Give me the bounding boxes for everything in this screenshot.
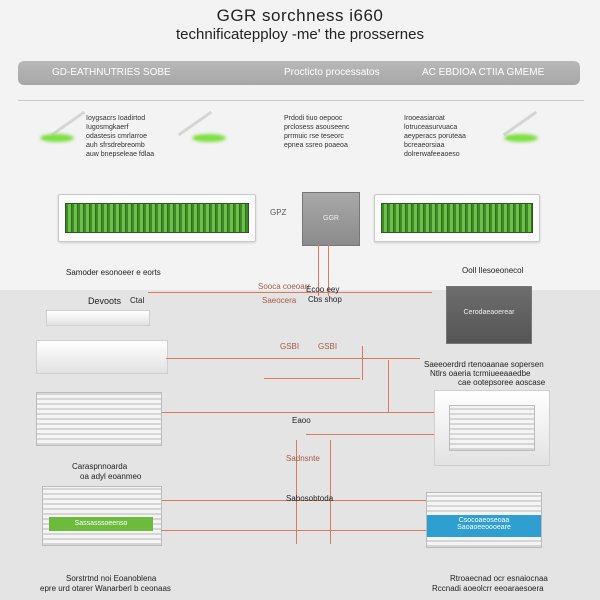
device-grey-box: Cerodaeaoerear [446, 286, 532, 344]
banner-left-label: GD‑EATHNUTRIES SOBE [52, 67, 171, 78]
mid-wire-label-2: GSBI [318, 342, 338, 351]
connection-wire [162, 530, 426, 531]
header-banner: GD‑EATHNUTRIES SOBE Procticto processato… [18, 61, 580, 85]
connection-wire [306, 434, 434, 435]
devices-mid-caption-2: oa adyl eoanmeo [80, 472, 142, 481]
mid-wire-label-1: GSBI [280, 342, 300, 351]
divider-line [18, 100, 584, 101]
blue-status-box: Csocoaeoseoaa Saoaoeeoooeare [427, 515, 541, 537]
right-mid-caption-1: Saeeoerdrd rtenoaanae sopersen [424, 360, 544, 369]
right-mid-caption-2: Ntlrs oaeria tcrmiueeaaedbe [430, 369, 531, 378]
server-rack-left [58, 194, 256, 242]
connection-wire [388, 360, 389, 412]
leaf-icon [192, 134, 226, 142]
center-line-label: Ecoo eey [306, 285, 340, 294]
connection-wire [148, 292, 432, 293]
device-server-unit [36, 340, 168, 374]
device-network-unit: Csocoaeoseoaa Saoaoeeoooeare [426, 492, 542, 548]
device-grey-text: Cerodaeaoerear [463, 309, 515, 316]
connection-wire [296, 440, 297, 544]
left-wire-label-2: Saeocera [262, 296, 297, 305]
leaf-icon [40, 134, 74, 142]
chip-small-label: GPZ [270, 208, 287, 217]
bottom-right-caption-1: Rtroaecnad ocr esnaiocnaa [450, 574, 548, 583]
mid-wire-label-3: Eaoo [292, 416, 311, 425]
connection-wire [362, 346, 363, 380]
connection-wire [162, 500, 426, 501]
connector-line [318, 244, 319, 296]
connection-wire [166, 358, 420, 359]
diagram-title: GGR sorchness i660 [216, 6, 384, 25]
device-storage-unit [36, 392, 162, 446]
connection-wire [330, 440, 331, 544]
center-line-sub: Cbs shop [308, 295, 342, 304]
devices-heading: Devoots [88, 296, 122, 306]
note-top-center: Prdodi tiuo oepooc prclosess asouseenc p… [284, 115, 350, 149]
green-status-box: Sassasssoeenso [49, 517, 153, 531]
bottom-left-caption-2: epre urd otarer Wanarberl b ceonaas [40, 584, 171, 593]
processor-chip: GGR [302, 192, 360, 246]
banner-center-label: Procticto processatos [284, 67, 380, 78]
left-wire-label-1: Sooca coeoarr [258, 282, 311, 291]
diagram-subtitle: technificatepploy ‑me' the prossernes [176, 26, 424, 43]
rack-left-caption: Samoder esonoeer e eorts [66, 268, 161, 277]
server-rack-right [374, 194, 540, 242]
rack-right-caption: Ooll Ilesoeonecol [462, 266, 524, 275]
connection-wire [264, 378, 360, 379]
devices-mid-caption-1: Caraspnnoarda [72, 462, 128, 471]
devices-sub: Ctal [130, 296, 145, 305]
mid-wire-label-5: Sabosobtoda [286, 494, 334, 503]
note-top-right: Irooeasiaroat lotruceasurvuaca aeyperacs… [404, 115, 466, 158]
device-slim-unit [46, 310, 150, 326]
banner-right-label: AC EBDIOA CTIIA GMEME [422, 67, 545, 78]
connector-line [328, 244, 329, 296]
note-top-left: Ioygsacrs Ioadirtod Iugosmgkaerf odastes… [86, 115, 155, 158]
mid-wire-label-4: Sadnsnte [286, 454, 320, 463]
chip-label: GGR [323, 215, 339, 222]
bottom-left-caption-1: Sorstrtnd noi Eoanoblena [66, 574, 157, 583]
leaf-icon [504, 134, 538, 142]
right-mid-caption-3: cae ootepsoree aoscase [458, 378, 546, 387]
bottom-right-caption-2: Rccnadi aoeolcrr eeoaraesoera [432, 584, 544, 593]
device-rack-unit: Sassasssoeenso [42, 486, 162, 546]
connection-wire [162, 412, 434, 413]
device-display-unit [434, 390, 550, 466]
